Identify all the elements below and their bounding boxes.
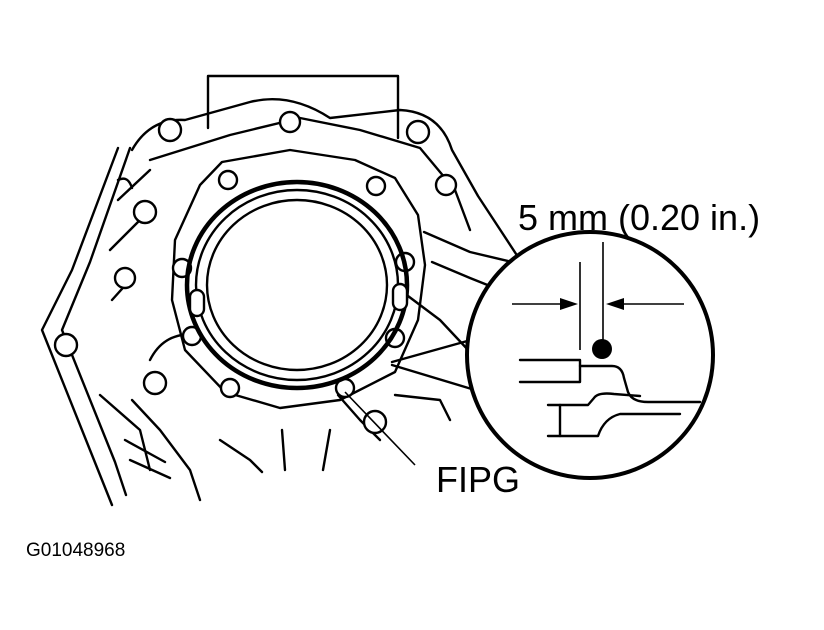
fipg-label: FIPG — [436, 459, 520, 500]
figure-code-label: G01048968 — [26, 540, 125, 561]
magnifier-leader — [344, 336, 480, 466]
housing-outline — [40, 74, 522, 507]
fipg-bead-dot — [592, 339, 612, 359]
bolt-holes — [53, 110, 458, 435]
dimension-label: 5 mm (0.20 in.) — [518, 197, 760, 238]
fipg-bead — [184, 179, 410, 391]
seal-rings — [184, 179, 410, 391]
seal-retainer-plate — [170, 148, 427, 410]
detail-magnifier — [465, 230, 715, 480]
